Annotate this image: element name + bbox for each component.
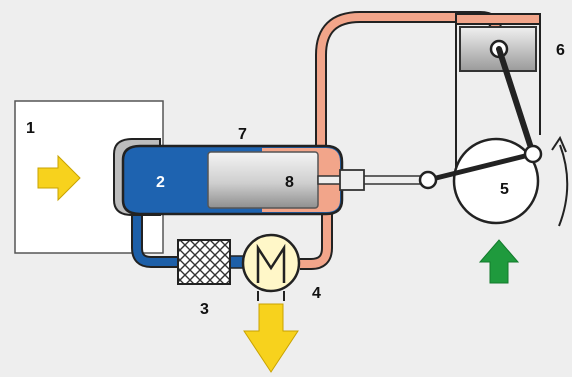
- displacer-piston: [207, 151, 319, 209]
- yellow-arrow-right-icon: [37, 154, 81, 202]
- label-1: 1: [26, 120, 35, 137]
- yellow-arrow-down-icon: [243, 303, 299, 373]
- displacer-rod: [317, 175, 429, 185]
- label-3: 3: [200, 301, 209, 318]
- rod-seal: [339, 169, 365, 191]
- green-arrow-up-icon: [478, 239, 520, 284]
- label-2: 2: [156, 174, 165, 191]
- regenerator: [177, 239, 231, 285]
- rotation-arc-arrow-icon: [558, 144, 569, 227]
- connecting-rod-power: [496, 46, 536, 157]
- heat-exchanger: [241, 233, 301, 293]
- label-7: 7: [238, 126, 247, 143]
- label-5: 5: [500, 181, 509, 198]
- power-cylinder-head: [455, 13, 541, 25]
- connecting-rod-displacer: [425, 151, 536, 183]
- heat-exchanger-coil-icon: [256, 243, 286, 283]
- crank-pin: [523, 144, 543, 164]
- label-6: 6: [556, 42, 565, 59]
- rod-joint: [418, 170, 438, 190]
- label-4: 4: [312, 285, 321, 302]
- label-8: 8: [285, 174, 294, 191]
